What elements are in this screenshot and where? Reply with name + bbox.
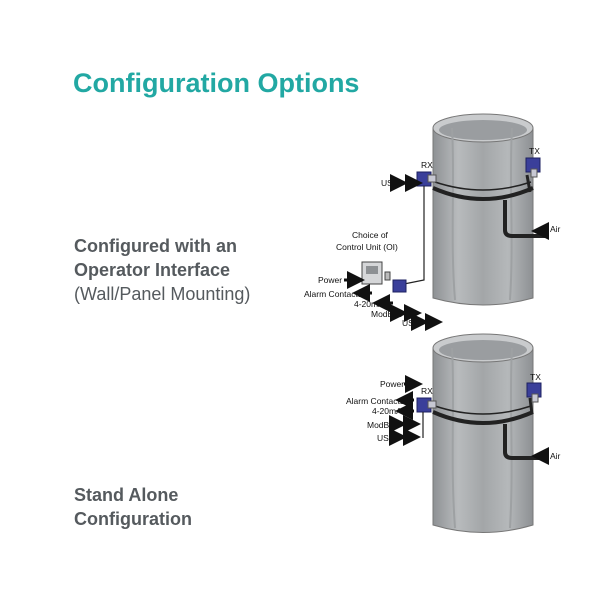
tx-label-1: TX	[529, 146, 540, 156]
air-hose-2	[503, 424, 548, 460]
air-label-2: Air	[550, 451, 561, 461]
ma-label-2: 4-20mA	[372, 406, 402, 416]
control-unit-oi	[361, 261, 391, 285]
rx-label-1: RX	[421, 160, 433, 170]
air-label-1: Air	[550, 224, 561, 234]
choice-label-line2: Control Unit (OI)	[336, 242, 398, 252]
rx-sensor-2	[416, 397, 437, 413]
duct-1	[432, 113, 534, 306]
diagram-operator-interface: RX TX USB Air Choice of Control Unit (OI…	[304, 113, 561, 331]
cable-rx-oi	[403, 186, 425, 285]
tx-sensor-1	[525, 157, 541, 178]
option-stand-alone: Stand Alone Configuration	[74, 483, 192, 531]
usb-label-2: USB	[377, 433, 395, 443]
tx-label-2: TX	[530, 372, 541, 382]
power-label-1: Power	[318, 275, 342, 285]
ma-label-1: 4-20mA	[354, 299, 384, 309]
option2-line1: Stand Alone	[74, 485, 179, 505]
option1-line1: Configured with an	[74, 236, 237, 256]
diagram-stand-alone: RX TX Power Alarm Contacts 4-20mA ModBus…	[346, 333, 561, 533]
clamp-ring-1	[432, 186, 534, 201]
usb-top-label: USB	[381, 178, 399, 188]
alarm-label-2: Alarm Contacts	[346, 396, 404, 406]
rx-label-2: RX	[421, 386, 433, 396]
modbus-label-1: ModBus	[371, 309, 402, 319]
usb-bottom-label-1: USB	[402, 318, 420, 328]
tx-sensor-2	[526, 382, 542, 403]
choice-label-line1: Choice of	[352, 230, 389, 240]
option2-line2: Configuration	[74, 509, 192, 529]
option-operator-interface: Configured with an Operator Interface (W…	[74, 234, 250, 306]
modbus-label-2: ModBus	[367, 420, 398, 430]
signal-box-1	[392, 279, 407, 293]
page-title: Configuration Options	[73, 68, 360, 98]
power-label-2: Power	[380, 379, 404, 389]
duct-2	[432, 333, 534, 533]
alarm-label-1: Alarm Contacts	[304, 289, 362, 299]
option1-line3: (Wall/Panel Mounting)	[74, 284, 251, 304]
air-hose-1	[503, 200, 548, 238]
clamp-ring-2	[432, 410, 534, 425]
option1-line2: Operator Interface	[74, 260, 231, 280]
